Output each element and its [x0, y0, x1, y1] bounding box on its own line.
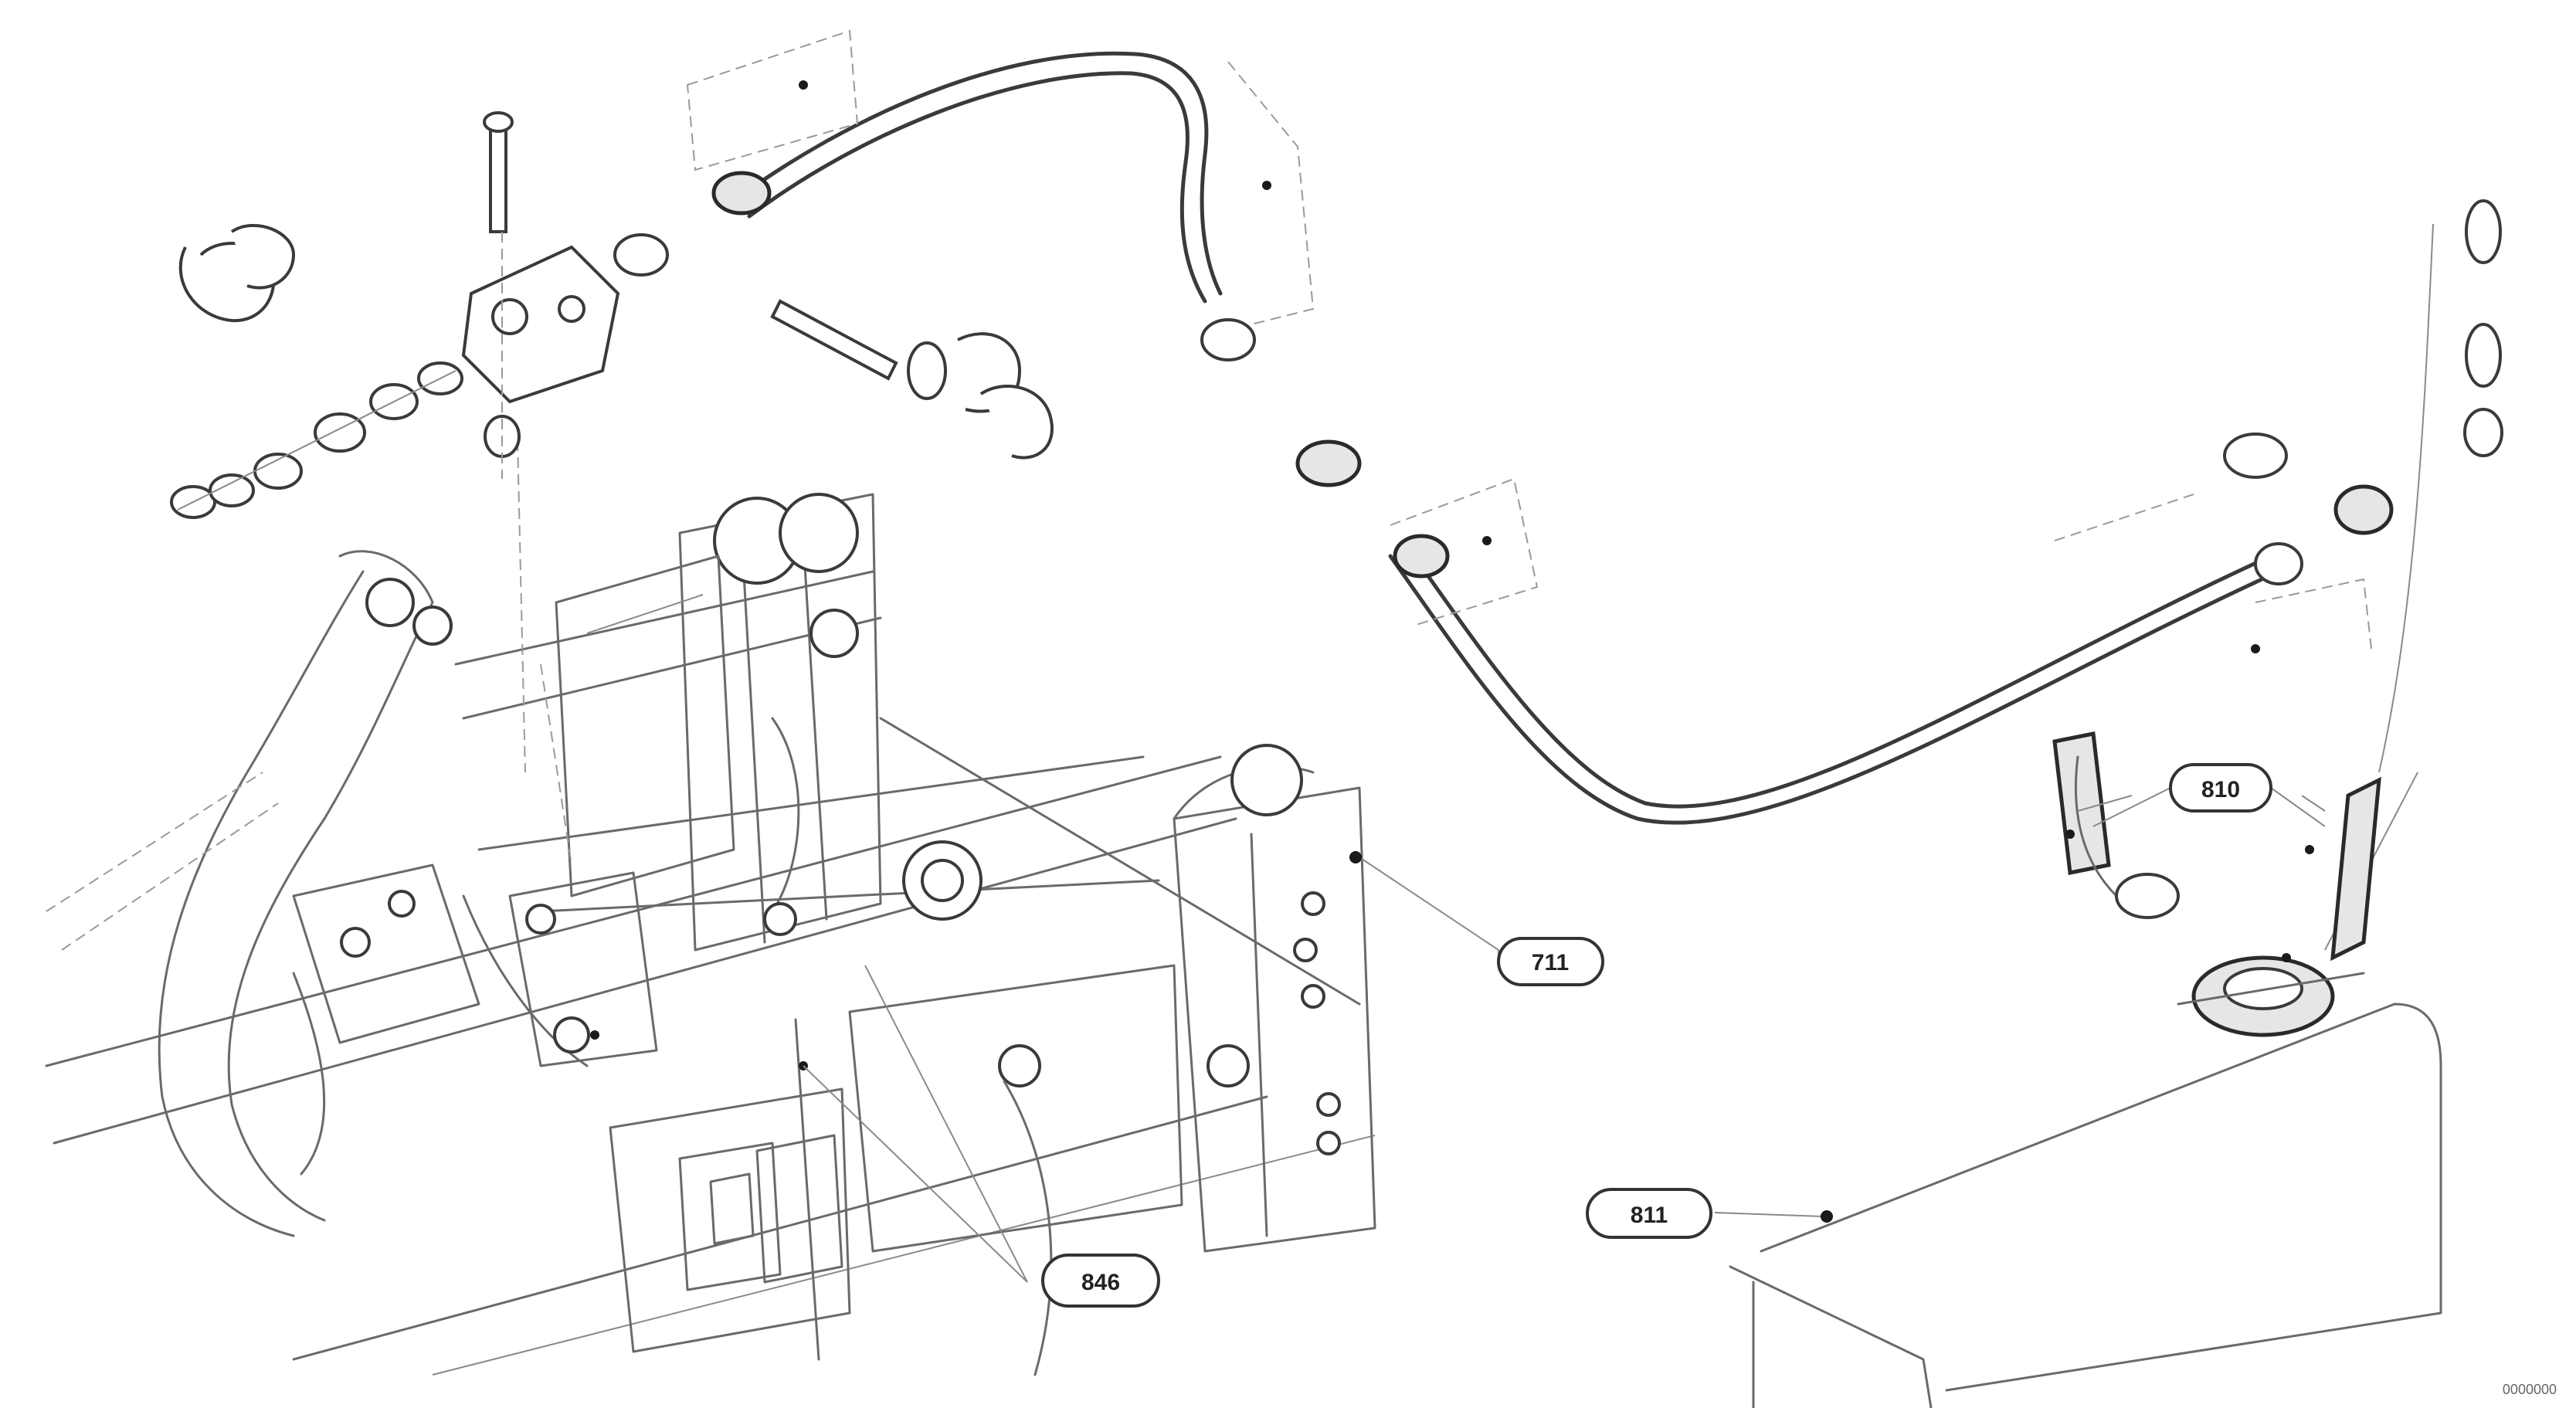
- chassis-frame: [45, 439, 1376, 1376]
- minor-markers: [590, 80, 2314, 1070]
- callout-label: 810: [2201, 777, 2240, 802]
- callout-label: 811: [1631, 1203, 1668, 1228]
- tube-line: [686, 29, 2394, 825]
- upper-left-fittings: [170, 111, 1054, 519]
- callout-810: 810: [2092, 763, 2326, 827]
- callout-label: 711: [1532, 950, 1569, 975]
- callout-846: 846: [803, 965, 1160, 1308]
- callout-811: 811: [1586, 1188, 1833, 1239]
- callout-label: 846: [1081, 1270, 1120, 1295]
- callout-711: 711: [1349, 851, 1604, 986]
- figure-number: 0000000: [2503, 1382, 2557, 1397]
- right-fittings: [1729, 199, 2503, 1408]
